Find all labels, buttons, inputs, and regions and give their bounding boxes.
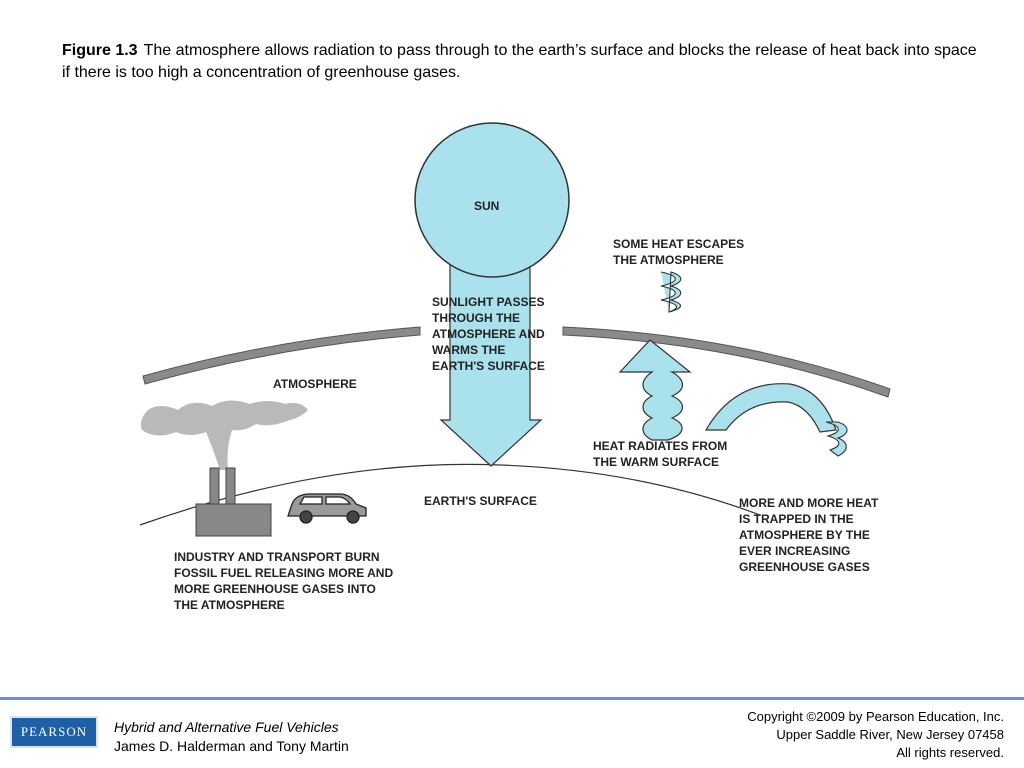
pearson-logo: PEARSON xyxy=(10,716,98,748)
caption-text: The atmosphere allows radiation to pass … xyxy=(62,42,977,81)
heat-trapped-label: MORE AND MORE HEAT IS TRAPPED IN THE ATM… xyxy=(739,496,879,574)
copyright-line-3: All rights reserved. xyxy=(896,745,1004,760)
book-info: Hybrid and Alternative Fuel Vehicles Jam… xyxy=(114,718,349,756)
book-authors: James D. Halderman and Tony Martin xyxy=(114,738,349,754)
copyright-line-1: Copyright ©2009 by Pearson Education, In… xyxy=(747,709,1004,724)
copyright-line-2: Upper Saddle River, New Jersey 07458 xyxy=(776,727,1004,742)
industry-label: INDUSTRY AND TRANSPORT BURN FOSSIL FUEL … xyxy=(174,550,394,612)
sunlight-label: SUNLIGHT PASSES THROUGH THE ATMOSPHERE A… xyxy=(432,295,545,373)
car xyxy=(287,493,367,524)
copyright-notice: Copyright ©2009 by Pearson Education, In… xyxy=(747,708,1004,762)
trapped-heat-squiggle xyxy=(825,421,848,457)
earth-surface-label: EARTH'S SURFACE xyxy=(424,494,537,508)
atmosphere-label: ATMOSPHERE xyxy=(273,377,357,391)
factory xyxy=(195,467,272,537)
atmosphere-band-right xyxy=(562,326,891,398)
escaping-heat-squiggle xyxy=(660,271,682,313)
figure-label: Figure 1.3 xyxy=(62,42,138,59)
heat-radiates-label: HEAT RADIATES FROM THE WARM SURFACE xyxy=(593,439,728,469)
heat-escapes-label: SOME HEAT ESCAPES THE ATMOSPHERE xyxy=(613,237,745,267)
sun-label: SUN xyxy=(474,199,500,213)
smoke-cloud xyxy=(140,400,308,470)
trapped-heat-arc xyxy=(704,383,837,433)
sunlight-arrow xyxy=(439,254,543,467)
book-title: Hybrid and Alternative Fuel Vehicles xyxy=(114,719,339,735)
radiating-heat-arrow xyxy=(618,339,692,441)
footer-divider xyxy=(0,697,1024,700)
sun-circle xyxy=(414,122,570,278)
atmosphere-band-left xyxy=(142,326,421,385)
